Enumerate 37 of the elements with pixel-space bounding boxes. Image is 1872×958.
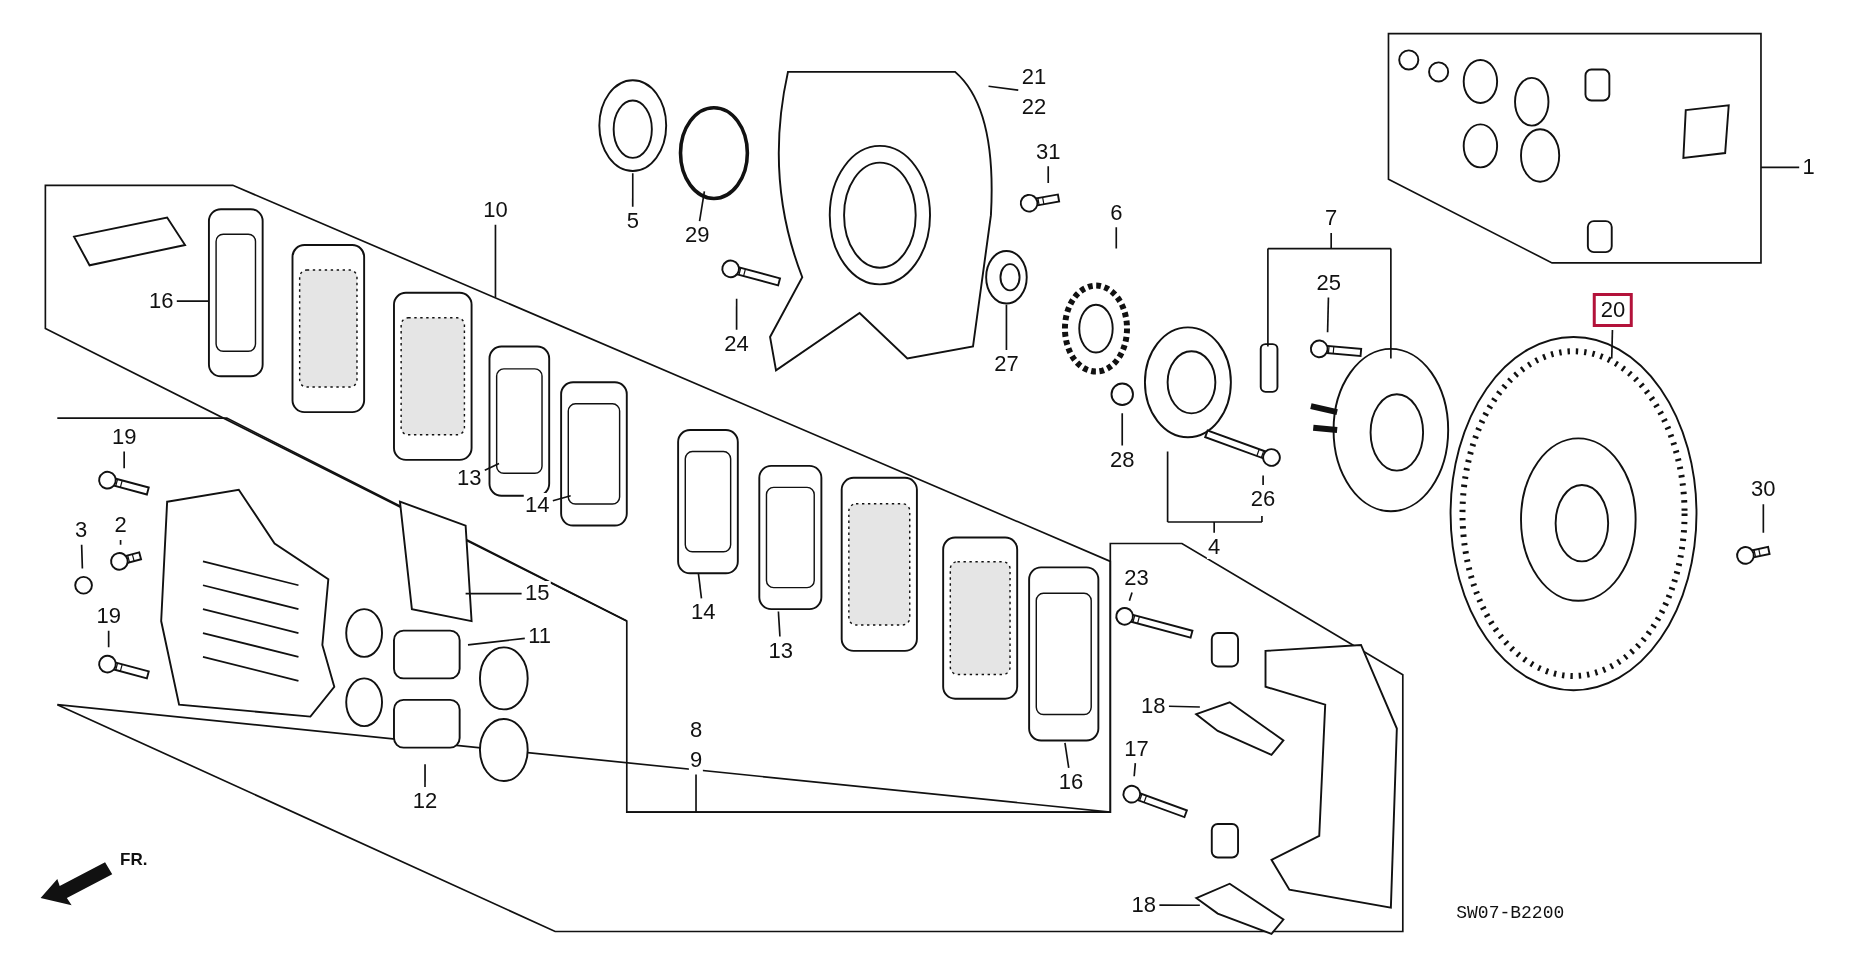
diagram-code: SW07-B2200 [1456,903,1565,924]
leader-line [1168,705,1201,708]
leader-line [175,300,210,302]
direction-label: FR. [120,849,148,870]
leader-line [777,610,781,638]
leader-line [1166,450,1263,534]
callout-number: 20 [1592,293,1634,328]
leader-line [631,172,634,208]
leader-line [1121,412,1124,447]
leader-line [695,773,697,813]
leader-line [1762,503,1765,534]
leader-line [1267,232,1392,360]
leader-line [484,462,500,472]
leader-line [1133,762,1137,778]
leader-line [552,494,572,502]
leader-line [107,629,110,649]
leader-line [1115,226,1118,250]
leader-line [494,223,497,299]
leader-line [119,539,122,546]
leader-line [1064,742,1070,769]
leader-line [1262,474,1264,486]
leader-line [424,763,426,788]
leader-line [697,572,703,600]
leader-line [1005,303,1008,351]
leader-line [1610,329,1614,360]
leader-line [1047,165,1050,184]
leader-line [1158,904,1201,907]
leader-line [80,543,84,570]
leader-line [698,190,706,222]
leader-line [987,85,1020,91]
leader-line [1326,296,1330,333]
leader-line [1128,591,1133,602]
leader-line [467,637,526,646]
leader-line [1760,166,1801,169]
leader-line [464,592,523,595]
leader-line [735,297,738,331]
leader-line [123,450,125,470]
